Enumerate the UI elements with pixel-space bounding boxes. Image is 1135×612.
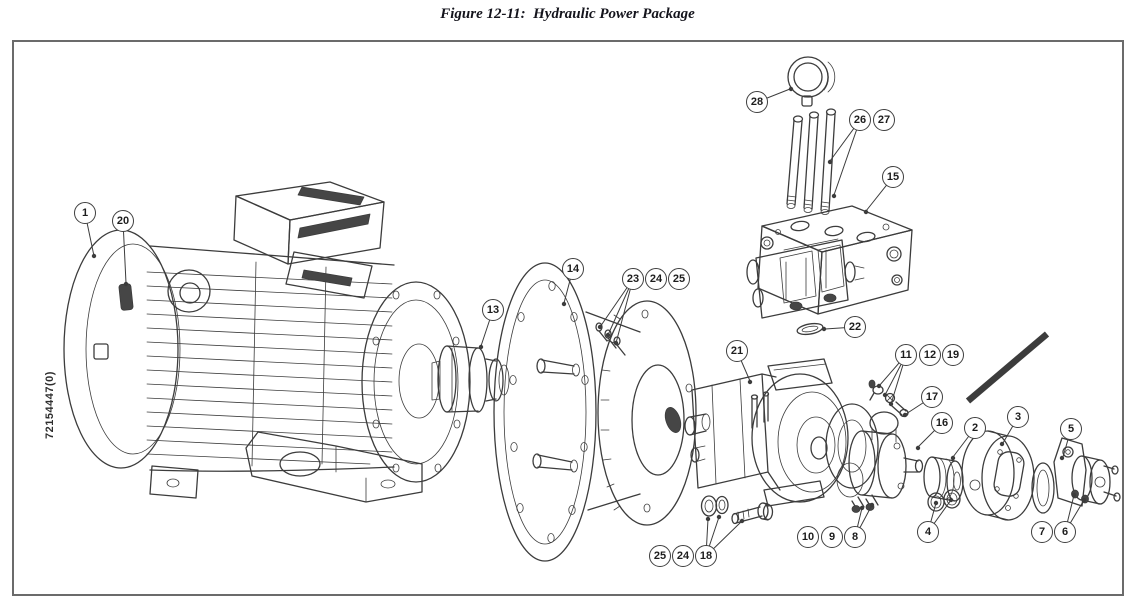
callout-16: 16 — [931, 412, 953, 434]
callout-24-bottom: 24 — [672, 545, 694, 567]
callout-2: 2 — [964, 417, 986, 439]
callout-11: 11 — [895, 344, 917, 366]
hydraulic-pump — [684, 358, 849, 507]
callout-8: 8 — [844, 526, 866, 548]
callout-5: 5 — [1060, 418, 1082, 440]
callout-22: 22 — [844, 316, 866, 338]
callout-18: 18 — [695, 545, 717, 567]
callout-15: 15 — [882, 166, 904, 188]
callout-10: 10 — [797, 526, 819, 548]
bell-housing — [493, 262, 697, 562]
callout-26: 26 — [849, 109, 871, 131]
callout-9: 9 — [821, 526, 843, 548]
callout-4: 4 — [917, 521, 939, 543]
callout-21: 21 — [726, 340, 748, 362]
callout-25-top: 25 — [668, 268, 690, 290]
callout-27: 27 — [873, 109, 895, 131]
callout-20: 20 — [112, 210, 134, 232]
callout-7: 7 — [1031, 521, 1053, 543]
coupling-parts — [923, 430, 1121, 521]
callout-6: 6 — [1054, 521, 1076, 543]
callout-1: 1 — [74, 202, 96, 224]
washers-and-bolt — [700, 495, 774, 525]
callout-14: 14 — [562, 258, 584, 280]
callout-13: 13 — [482, 299, 504, 321]
callout-25-bottom: 25 — [649, 545, 671, 567]
drawing-number: 72154447(0) — [44, 371, 56, 439]
callout-3: 3 — [1007, 406, 1029, 428]
callout-28: 28 — [746, 91, 768, 113]
valve-manifold — [746, 56, 913, 336]
callout-12: 12 — [919, 344, 941, 366]
callout-19: 19 — [942, 344, 964, 366]
red-arrow — [965, 331, 1050, 404]
drawing-frame — [12, 40, 1124, 596]
callout-23: 23 — [622, 268, 644, 290]
callout-24-top: 24 — [645, 268, 667, 290]
small-pump-assembly — [825, 379, 924, 513]
figure-title: Figure 12-11: Hydraulic Power Package — [440, 6, 695, 22]
shaft-coupling — [431, 345, 510, 413]
callout-17: 17 — [921, 386, 943, 408]
